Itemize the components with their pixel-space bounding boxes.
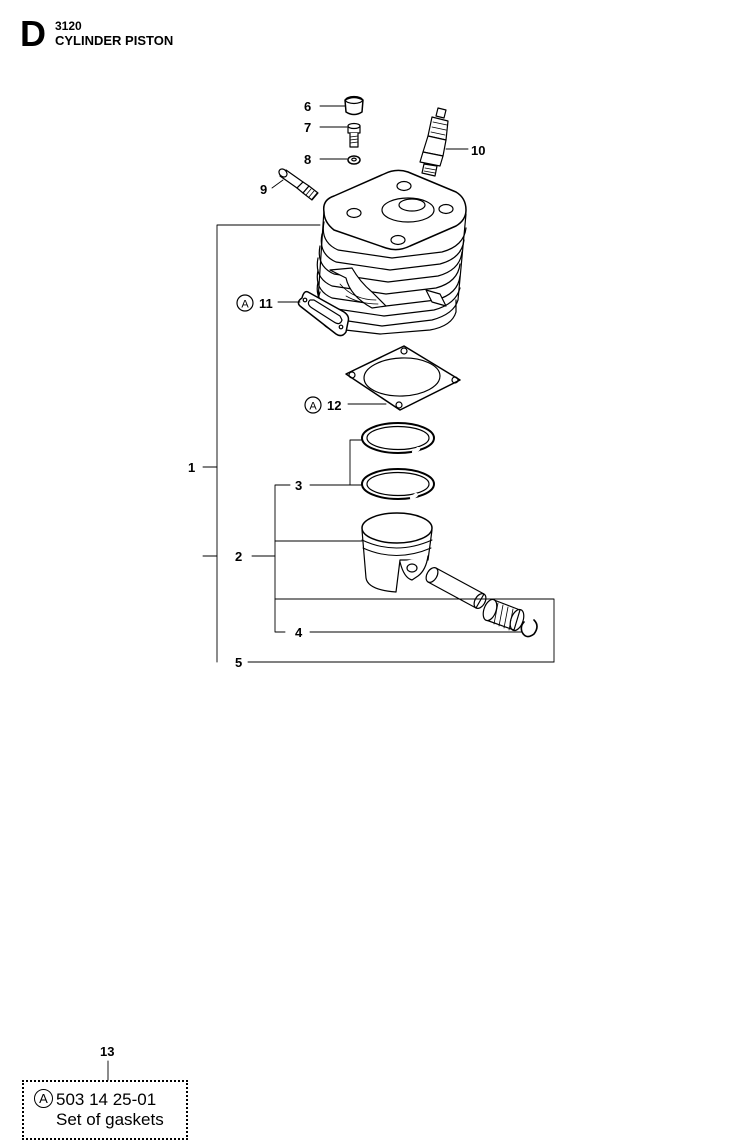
callout-9: 9 — [260, 182, 267, 197]
callout-8: 8 — [304, 152, 311, 167]
callout-2: 2 — [235, 549, 242, 564]
svg-text:A: A — [241, 299, 249, 311]
callout-13: 13 — [100, 1044, 114, 1059]
part-5-needle-bearing-drawing — [482, 598, 525, 632]
callout-1: 1 — [188, 460, 195, 475]
part-10-spark-plug-drawing — [419, 107, 449, 177]
section-letter: D — [20, 13, 46, 54]
callout-6: 6 — [304, 99, 311, 114]
callout-7: 7 — [304, 120, 311, 135]
section-code: 3120 — [55, 19, 82, 33]
kit-part-number: 503 14 25-01 — [56, 1090, 157, 1109]
callout-11: 11 — [259, 296, 273, 311]
part-9-valve-drawing — [278, 168, 319, 201]
callout-10: 10 — [471, 143, 485, 158]
kit-marker-a: A — [34, 1089, 53, 1108]
svg-text:A: A — [309, 401, 317, 413]
callout-4: 4 — [295, 625, 303, 640]
callout-3: 3 — [295, 478, 302, 493]
part-7-screw-drawing — [347, 122, 361, 148]
page-title: CYLINDER PISTON — [55, 33, 174, 48]
part-6-cap-drawing — [344, 95, 364, 116]
kit-marker-12: A — [304, 396, 322, 414]
part-4-circlip-drawing — [520, 619, 538, 638]
callout-12: 12 — [327, 398, 341, 413]
cylinder-drawing — [316, 169, 467, 335]
part-8-washer-drawing — [347, 155, 361, 165]
kit-description: Set of gaskets — [56, 1110, 164, 1129]
part-12-base-gasket-drawing — [345, 345, 461, 411]
leader-lines — [107, 105, 555, 1081]
exploded-parts-diagram: 6 7 8 9 10 11 12 1 2 3 4 5 13 A A — [100, 95, 555, 1081]
callout-5: 5 — [235, 655, 242, 670]
kit-marker-11: A — [236, 294, 254, 312]
piston-pin-drawing — [425, 567, 487, 609]
piston-drawing — [361, 512, 433, 593]
part-3-piston-rings-drawing — [361, 422, 435, 500]
part-11-intake-gasket-drawing — [297, 290, 350, 337]
